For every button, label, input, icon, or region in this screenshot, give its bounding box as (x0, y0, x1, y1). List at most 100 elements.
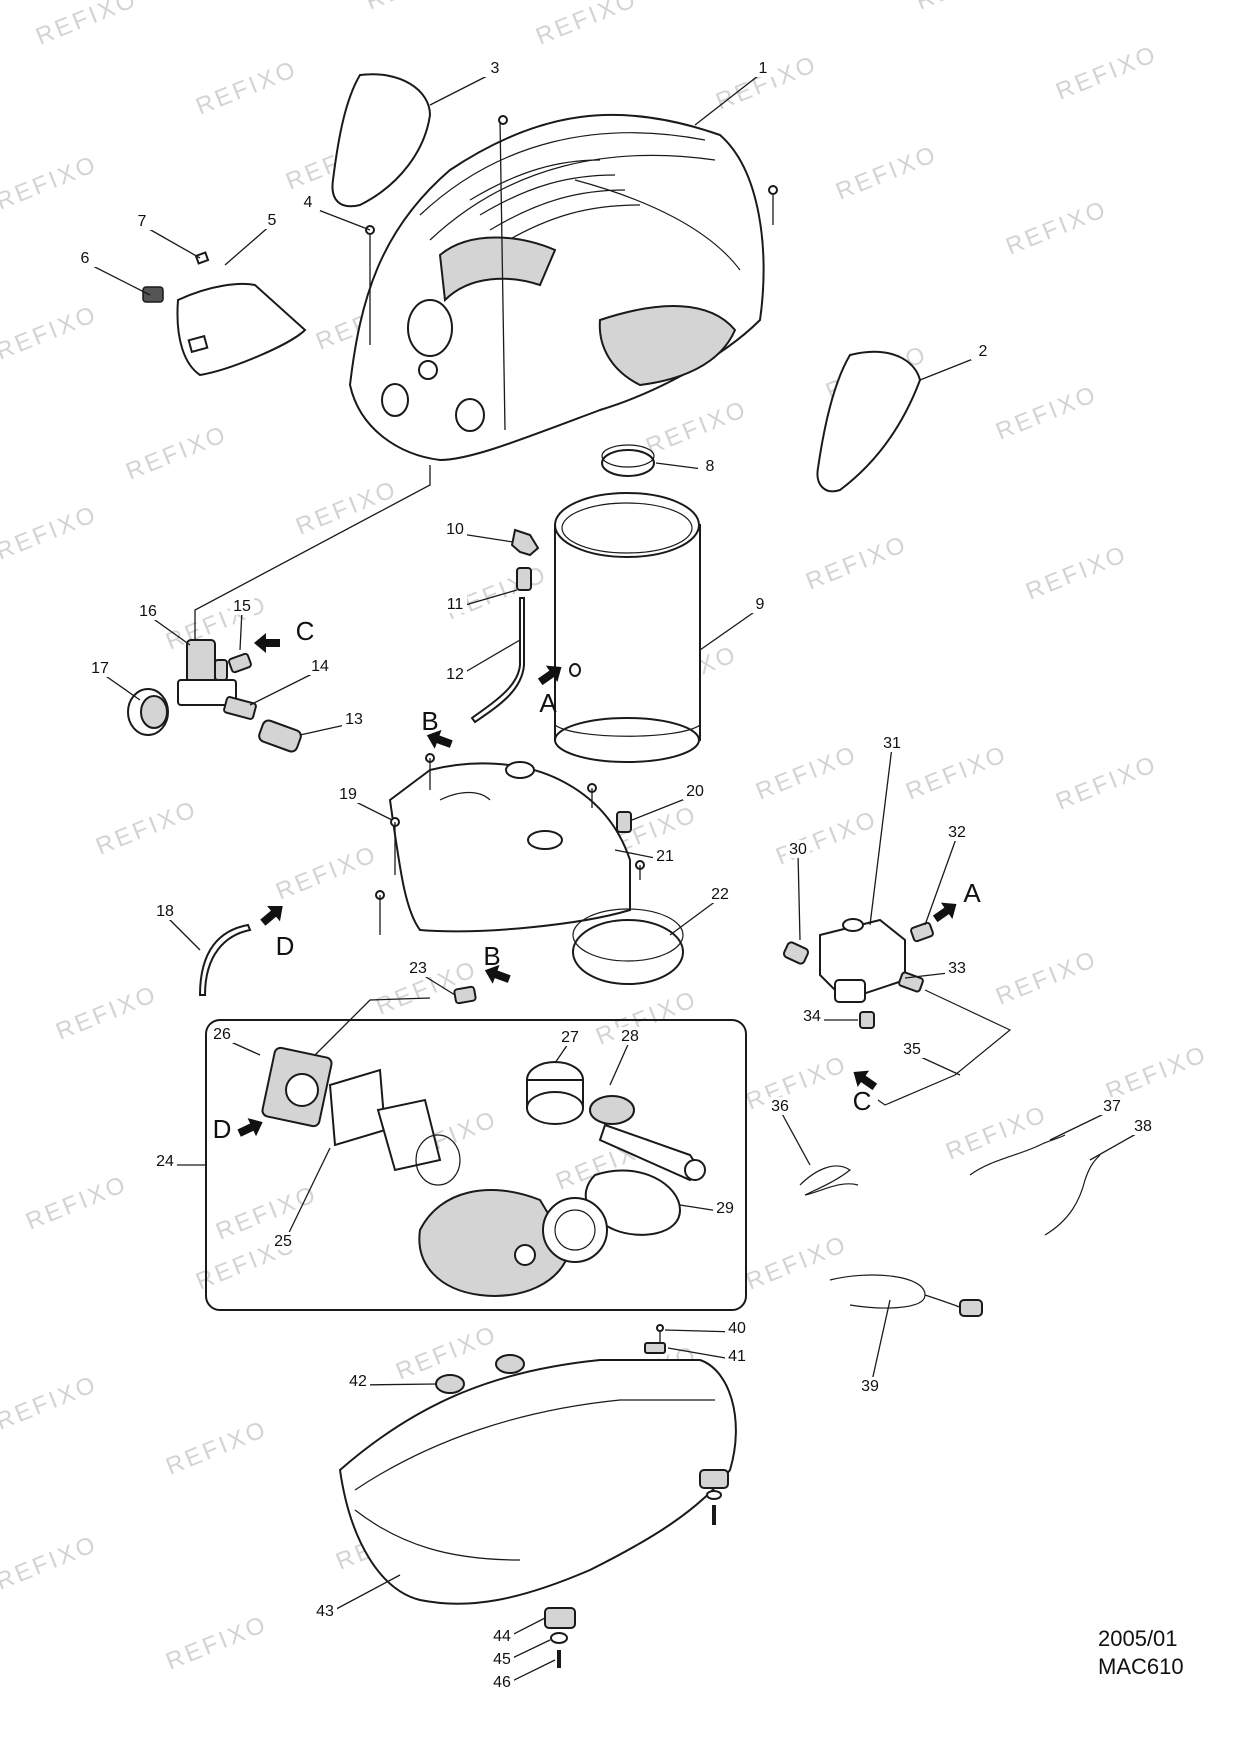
washer-45 (550, 1632, 568, 1644)
watermark-36: REFIXO (992, 945, 1102, 1010)
callout-40: 40 (728, 1320, 746, 1337)
callout-bg-10 (443, 520, 467, 538)
callout-24: 24 (156, 1153, 174, 1170)
callout-6: 6 (81, 250, 90, 267)
cable-38 (1044, 1154, 1101, 1236)
callout-bg-2 (971, 342, 995, 360)
pressure-gauge-17 (127, 688, 169, 736)
callout-15: 15 (233, 598, 251, 615)
watermark-2: REFIXO (362, 0, 472, 16)
watermark-24: REFIXO (162, 590, 272, 655)
callout-bg-22 (708, 885, 732, 903)
plug-34 (859, 1011, 875, 1029)
hood-cover (348, 113, 765, 462)
pressure-switch-31 (819, 918, 906, 1003)
control-panel-cover (176, 282, 307, 377)
callout-leader-14 (249, 669, 321, 706)
callout-bg-38 (1131, 1117, 1155, 1135)
fitting-33 (898, 971, 924, 993)
callout-bg-15 (230, 597, 254, 615)
fitting-32 (910, 921, 934, 943)
valve-30 (782, 941, 810, 965)
flow-letter-d-7: D (213, 1114, 232, 1144)
side-panel-left (331, 73, 432, 208)
callout-bg-33 (945, 959, 969, 977)
elbow-fitting (510, 528, 540, 557)
watermark-50: REFIXO (0, 1530, 102, 1595)
flow-arrow-b-2 (426, 729, 453, 749)
callout-leader-22 (669, 897, 721, 936)
watermark-17: REFIXO (122, 420, 232, 485)
callout-20: 20 (686, 783, 704, 800)
callout-leader-15 (239, 609, 243, 651)
callout-26: 26 (213, 1026, 231, 1043)
callout-36: 36 (771, 1098, 789, 1115)
callout-bg-35 (900, 1040, 924, 1058)
callout-38: 38 (1134, 1118, 1152, 1135)
foot-44 (544, 1607, 576, 1629)
cable-36 (799, 1165, 859, 1196)
watermark-23: REFIXO (442, 560, 552, 625)
watermark-46: REFIXO (0, 1370, 102, 1435)
pressure-regulator (177, 639, 237, 706)
callout-bg-43 (313, 1602, 337, 1620)
callout-leader-42 (357, 1383, 437, 1386)
callout-30: 30 (789, 841, 807, 858)
gasket (328, 1068, 387, 1147)
callout-19: 19 (339, 786, 357, 803)
callout-21: 21 (656, 848, 674, 865)
callout-bg-34 (800, 1007, 824, 1025)
callout-bg-14 (308, 657, 332, 675)
callout-leader-39 (869, 1299, 891, 1391)
callout-leader-18 (164, 914, 201, 951)
callout-bg-37 (1100, 1097, 1124, 1115)
callout-46: 46 (493, 1674, 511, 1691)
watermark-5: REFIXO (912, 0, 1022, 16)
callout-bg-7 (130, 212, 154, 230)
switch-knob (142, 286, 164, 303)
callout-bg-23 (406, 959, 430, 977)
callout-bg-31 (880, 734, 904, 752)
leader-lines (84, 71, 1144, 1687)
callout-39: 39 (861, 1378, 879, 1395)
callout-27: 27 (561, 1029, 579, 1046)
watermark-37: REFIXO (22, 1170, 132, 1235)
callout-leader-5 (224, 223, 273, 266)
watermark-12: REFIXO (0, 300, 102, 365)
watermark-19: REFIXO (642, 395, 752, 460)
callout-3: 3 (491, 60, 500, 77)
watermark-0: REFIXO (32, 0, 142, 51)
callout-4: 4 (304, 194, 313, 211)
flow-letter-c-4: C (296, 616, 315, 646)
pipe-35 (877, 989, 1012, 1106)
watermark-1: REFIXO (192, 55, 302, 120)
watermark-28: REFIXO (1052, 750, 1162, 815)
callout-28: 28 (621, 1028, 639, 1045)
callout-bg-30 (786, 840, 810, 858)
revision-date: 2005/01 (1098, 1626, 1178, 1651)
watermark-51: REFIXO (162, 1610, 272, 1675)
isolator-42b (495, 1354, 525, 1374)
callout-leader-43 (324, 1574, 401, 1616)
flow-letter-d-6: D (276, 931, 295, 961)
callout-bg-42 (346, 1372, 370, 1390)
callout-16: 16 (139, 603, 157, 620)
callout-12: 12 (446, 666, 464, 683)
callout-35: 35 (903, 1041, 921, 1058)
callout-bg-18 (153, 902, 177, 920)
watermark-30: REFIXO (272, 840, 382, 905)
watermark-27: REFIXO (902, 740, 1012, 805)
side-panel-right (816, 350, 922, 493)
callout-bg-4 (296, 193, 320, 211)
valve-plate (376, 1098, 442, 1172)
callout-bg-25 (271, 1232, 295, 1250)
tube (470, 597, 525, 724)
flow-letter-a-1: A (963, 878, 981, 908)
callout-bg-36 (768, 1097, 792, 1115)
watermark-35: REFIXO (592, 985, 702, 1050)
hose-18 (198, 923, 252, 996)
callout-41: 41 (728, 1348, 746, 1365)
